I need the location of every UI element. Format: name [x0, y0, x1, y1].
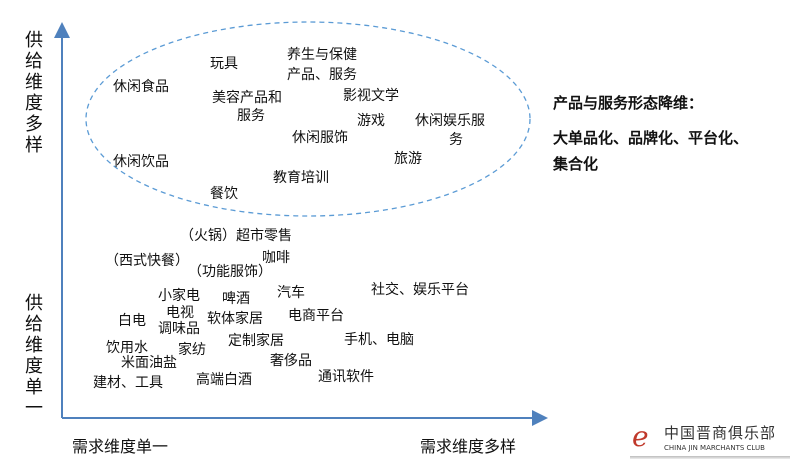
item-label: 建材、工具	[93, 375, 163, 391]
y-axis-bottom-label: 供给维度单一	[25, 293, 43, 419]
item-label: 奢侈品	[270, 353, 312, 369]
item-label: 通讯软件	[318, 369, 374, 385]
item-label: 服务	[237, 108, 265, 124]
item-label: 饮用水	[106, 340, 148, 356]
item-label: （功能服饰）	[188, 264, 272, 280]
y-axis-top-label: 供给维度多样	[25, 30, 43, 156]
item-label: 养生与保健	[287, 47, 357, 63]
item-label: 务	[449, 132, 463, 148]
item-label: 软体家居	[207, 311, 263, 327]
item-label: 电视	[166, 305, 194, 321]
x-axis-left-label: 需求维度单一	[72, 437, 169, 456]
item-label: 定制家居	[228, 333, 284, 349]
item-label: 休闲服饰	[292, 130, 348, 146]
item-label: 产品、服务	[287, 67, 357, 83]
x-axis-right-label: 需求维度多样	[420, 437, 517, 456]
item-label: 咖啡	[262, 250, 290, 266]
item-label: 调味品	[158, 321, 200, 337]
item-label: 高端白酒	[196, 372, 252, 388]
item-label: （西式快餐）	[105, 253, 189, 269]
item-label: 汽车	[277, 285, 305, 301]
item-label: 休闲食品	[113, 79, 169, 95]
item-label: 教育培训	[273, 170, 329, 186]
dashed-ellipse	[85, 21, 531, 217]
item-label: （火锅）超市零售	[180, 228, 292, 244]
item-label: 米面油盐	[121, 355, 177, 371]
note-line-2: 集合化	[553, 155, 599, 173]
item-label: 旅游	[394, 151, 422, 167]
logo-en-text: CHINA JIN MARCHANTS CLUB	[664, 444, 765, 452]
item-label: 游戏	[357, 113, 385, 129]
note-title: 产品与服务形态降维：	[553, 94, 704, 112]
item-label: 休闲饮品	[113, 154, 169, 170]
item-label: 餐饮	[210, 186, 238, 202]
item-label: 影视文学	[343, 88, 399, 104]
item-label: 玩具	[210, 56, 238, 72]
item-label: 白电	[118, 313, 146, 329]
item-label: 社交、娱乐平台	[371, 282, 469, 298]
logo-cn-text: 中国晋商俱乐部	[664, 424, 777, 442]
item-label: 小家电	[158, 288, 200, 304]
club-logo: e 中国晋商俱乐部 CHINA JIN MARCHANTS CLUB	[628, 420, 794, 460]
item-label: 美容产品和	[212, 90, 282, 106]
logo-underline	[630, 456, 790, 459]
item-label: 啤酒	[222, 291, 250, 307]
logo-mark-icon: e	[632, 420, 649, 453]
item-label: 家纺	[178, 342, 206, 358]
item-label: 手机、电脑	[344, 332, 414, 348]
note-line-1: 大单品化、品牌化、平台化、	[553, 129, 749, 147]
item-label: 电商平台	[288, 308, 344, 324]
item-label: 休闲娱乐服	[415, 113, 485, 129]
